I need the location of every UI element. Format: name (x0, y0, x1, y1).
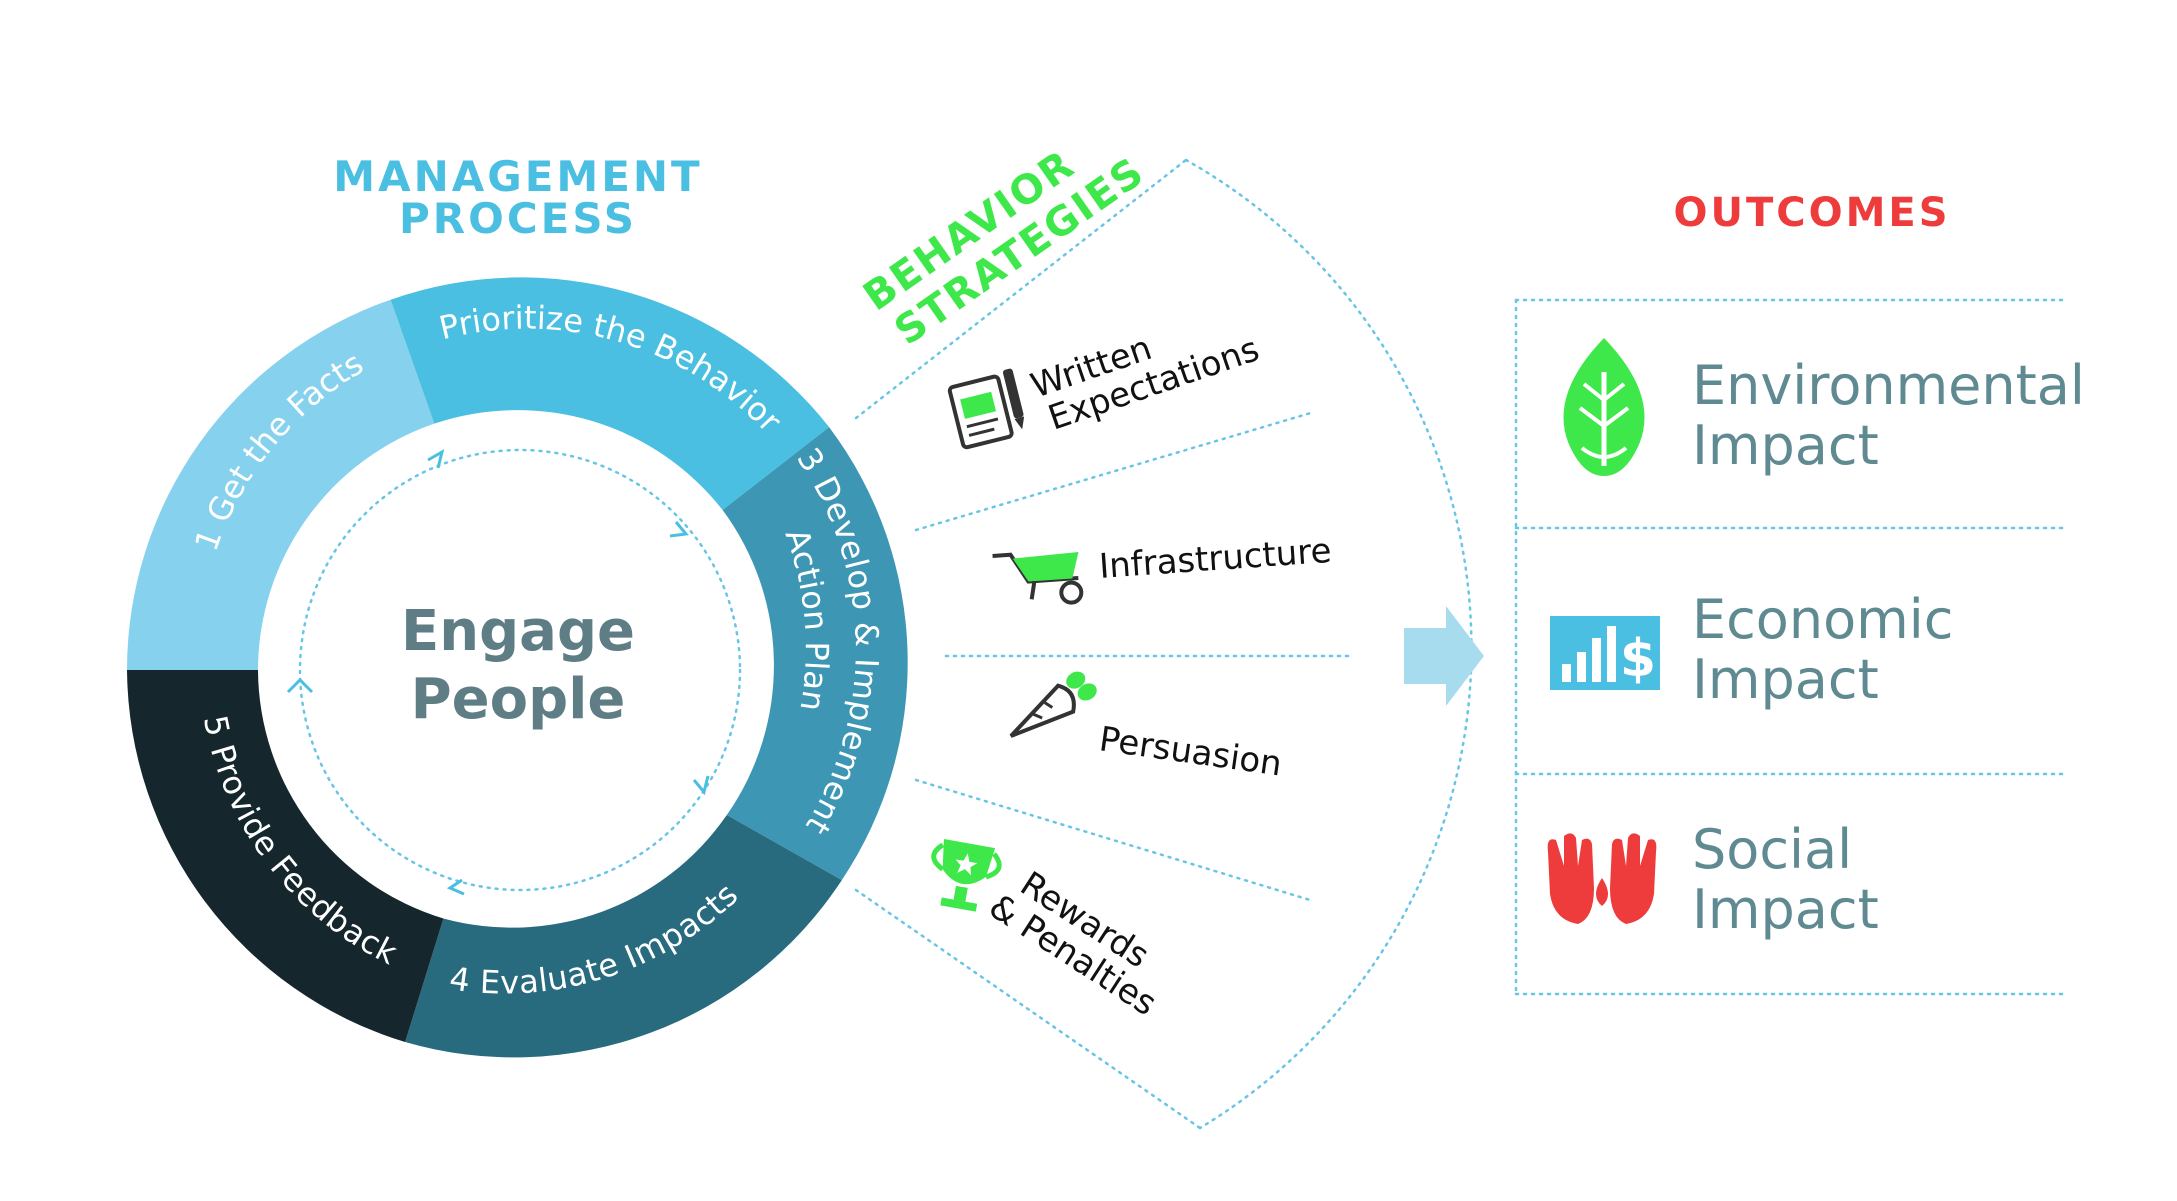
wheelbarrow-icon (992, 551, 1084, 605)
ring-segment-2 (390, 277, 830, 510)
behavior-title: BEHAVIOR STRATEGIES (855, 141, 1153, 354)
outcomes-box (1514, 298, 2070, 996)
cycle-indicator (286, 448, 742, 896)
svg-text:$: $ (1620, 629, 1656, 689)
ring-segment-5 (127, 670, 444, 1042)
outcome-economic: $ Economic Impact (1550, 588, 1953, 711)
strategy-written-expectations: Written Expectations (947, 328, 1264, 450)
dollar-chart-icon: $ (1550, 616, 1660, 690)
management-title-line1: MANAGEMENT (333, 152, 702, 201)
management-ring (127, 277, 908, 1058)
strategy-rewards-penalties: Rewards & Penalties (931, 839, 1164, 1024)
ring-segment-4 (405, 815, 842, 1058)
ring-segment-1 (127, 299, 435, 670)
ring-segment-3 (722, 427, 908, 881)
cycle-arrow-icon (669, 521, 689, 538)
outcome-label: Economic (1692, 588, 1953, 651)
carrot-icon (1009, 671, 1097, 738)
center-text-line1: Engage (401, 599, 635, 664)
outcome-label: Environmental (1692, 354, 2085, 417)
flow-arrow-icon (1404, 606, 1484, 706)
cycle-arrow-icon (286, 677, 314, 694)
strategy-label: Infrastructure (1098, 531, 1333, 587)
strategy-persuasion: Persuasion (1009, 671, 1285, 784)
trophy-icon (931, 839, 1002, 912)
cycle-arrow-icon (427, 448, 445, 469)
management-title-line2: PROCESS (399, 194, 637, 243)
outcome-label: Impact (1692, 648, 1879, 711)
outcome-social: Social Impact (1547, 818, 1879, 941)
outcome-label: Impact (1692, 414, 1879, 477)
hands-icon (1547, 833, 1657, 924)
center-text-line2: People (411, 667, 626, 732)
outcome-label: Impact (1692, 878, 1879, 941)
document-pen-icon (947, 368, 1025, 450)
strategy-label: Persuasion (1097, 719, 1285, 784)
cycle-arrow-icon (692, 775, 710, 796)
outcome-label: Social (1692, 818, 1852, 881)
outcome-environmental: Environmental Impact (1563, 338, 2085, 477)
outcomes-title: OUTCOMES (1673, 190, 1950, 236)
leaf-icon (1563, 338, 1645, 476)
strategy-infrastructure: Infrastructure (992, 531, 1333, 605)
cycle-arrow-icon (446, 878, 465, 896)
